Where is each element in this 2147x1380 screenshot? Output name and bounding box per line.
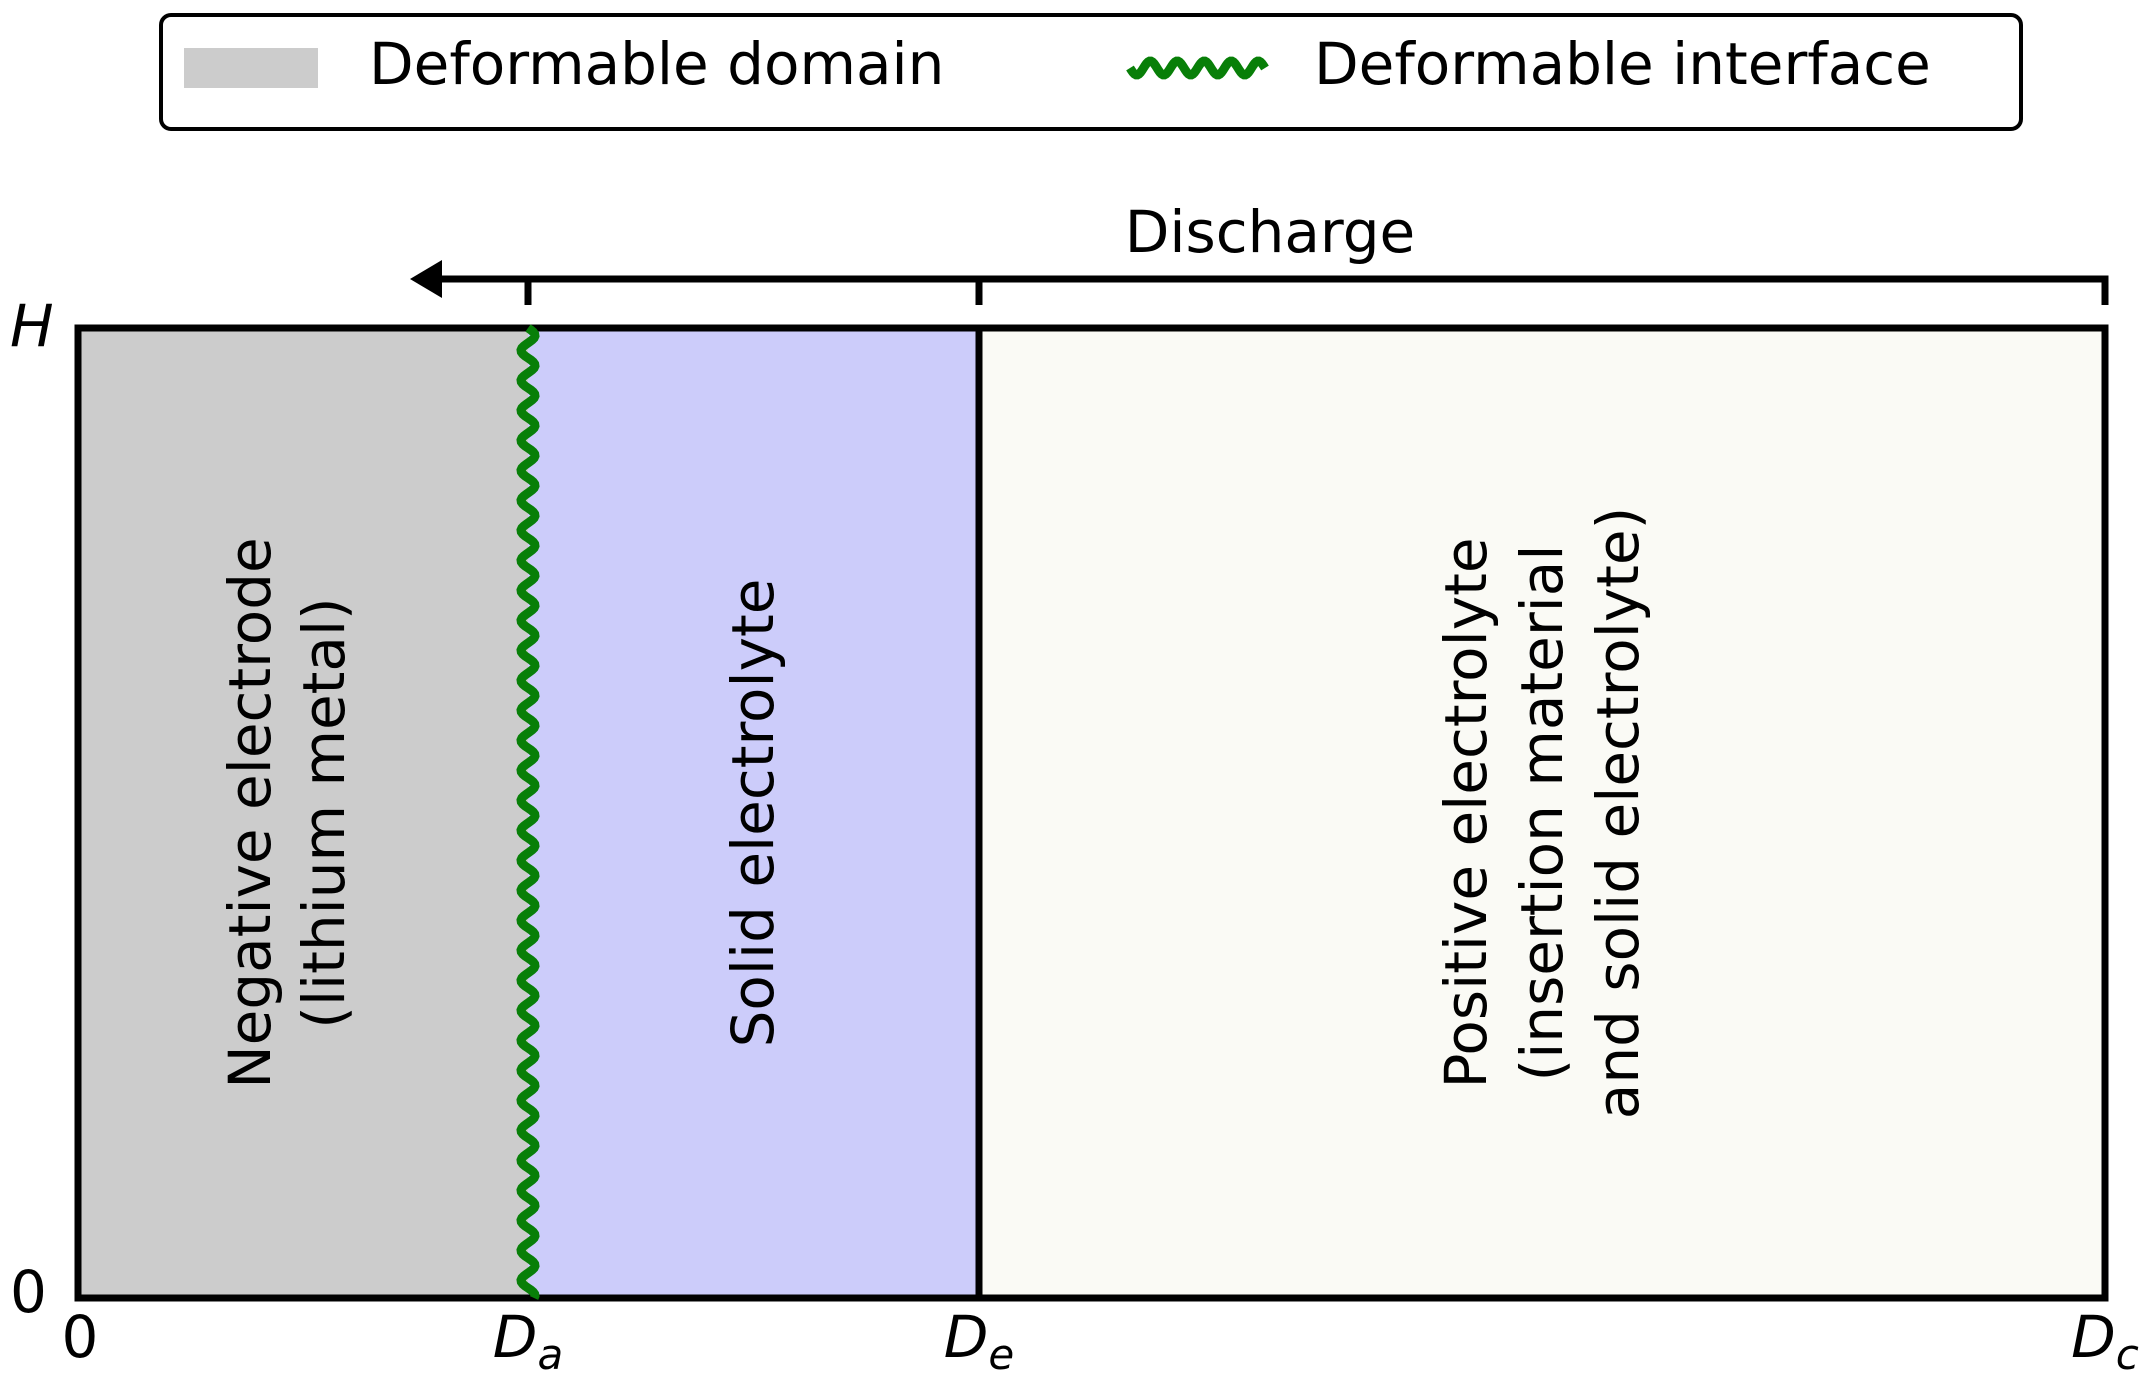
- discharge-label: Discharge: [1125, 198, 1416, 266]
- negative-electrode-label-line1: Negative electrode: [216, 537, 284, 1088]
- cell-outline: [74, 324, 2109, 1302]
- legend-label-deformable-interface: Deformable interface: [1314, 30, 1931, 98]
- deformable-interface-wave: [516, 324, 540, 1300]
- x-axis-label-da-main: D: [493, 1303, 538, 1371]
- y-axis-label-zero: 0: [10, 1258, 47, 1326]
- x-axis-label-dc-sub: c: [2116, 1330, 2139, 1379]
- solid-electrolyte-label: Solid electrolyte: [719, 579, 787, 1048]
- solid-electrolyte-label-line1: Solid electrolyte: [719, 579, 787, 1048]
- solid-electrolyte-region: [528, 328, 979, 1298]
- negative-electrode-label: Negative electrode (lithium metal): [216, 537, 358, 1088]
- discharge-arrow-line: [440, 275, 2109, 305]
- legend-swatch-deformable-interface: [1126, 56, 1269, 80]
- legend-swatch-deformable-domain: [184, 48, 318, 88]
- legend-label-deformable-domain: Deformable domain: [369, 30, 944, 98]
- positive-electrolyte-label-line3: and solid electrolyte): [1584, 507, 1652, 1119]
- positive-electrolyte-region: [979, 328, 2105, 1298]
- x-axis-label-dc: Dc: [2071, 1303, 2139, 1379]
- y-axis-label-h: H: [10, 292, 54, 360]
- positive-electrolyte-label-line1: Positive electrolyte: [1432, 537, 1500, 1088]
- discharge-arrow: Discharge: [410, 198, 2109, 305]
- x-axis-label-de-sub: e: [988, 1330, 1014, 1379]
- positive-electrolyte-label: Positive electrolyte (insertion material…: [1432, 507, 1652, 1119]
- x-axis-label-da-sub: a: [537, 1330, 563, 1379]
- legend: Deformable domain Deformable interface: [159, 13, 2023, 131]
- positive-electrolyte-label-line2: (insertion material: [1508, 545, 1576, 1082]
- x-axis-label-zero: 0: [62, 1303, 99, 1371]
- legend-frame: [159, 13, 2023, 131]
- negative-electrode-label-line2: (lithium metal): [290, 597, 358, 1028]
- x-axis-label-de: De: [944, 1303, 1015, 1379]
- x-axis-label-da: Da: [493, 1303, 563, 1379]
- x-axis-label-dc-main: D: [2071, 1303, 2116, 1371]
- x-axis-label-de-main: D: [944, 1303, 989, 1371]
- discharge-arrowhead: [410, 260, 442, 298]
- negative-electrode-region: [78, 328, 528, 1298]
